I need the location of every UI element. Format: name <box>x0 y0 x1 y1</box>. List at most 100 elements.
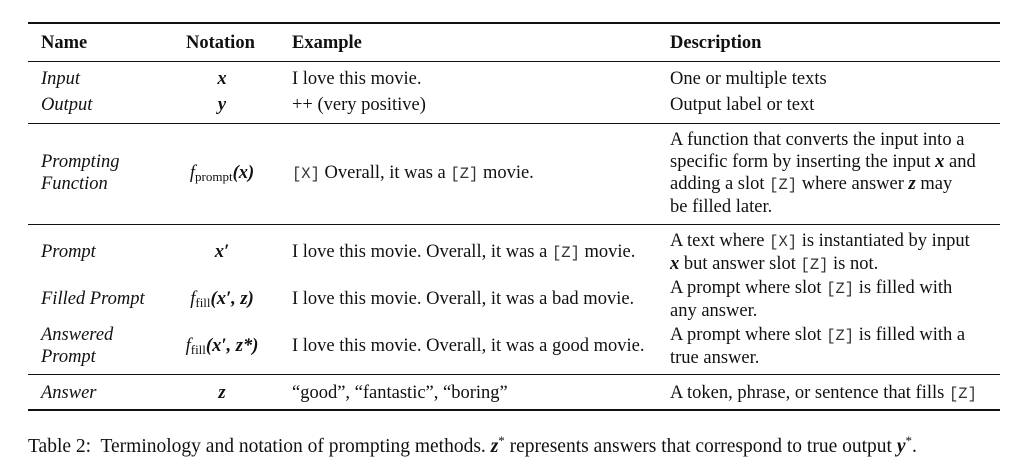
row-name: Filled Prompt <box>41 289 145 309</box>
row-notation: fprompt(x) <box>172 162 272 188</box>
row-name: Answer <box>41 383 97 403</box>
notation-subscript: prompt <box>195 169 233 184</box>
caption-text: Terminology and notation of prompting me… <box>91 436 491 457</box>
row-name: Prompting Function <box>41 151 119 195</box>
description-text: adding a slot <box>670 174 770 194</box>
row-name-line: Answered <box>41 325 114 345</box>
description-text: A token, phrase, or sentence that fills <box>670 383 949 403</box>
description-line: A prompt where slot [Z] is filled with <box>670 277 952 300</box>
row-description: A prompt where slot [Z] is filled with a… <box>670 277 952 322</box>
row-rule <box>28 374 1000 375</box>
notation-argument: (x′, z) <box>210 289 254 309</box>
description-line: specific form by inserting the input x a… <box>670 151 976 173</box>
description-text: is filled with a <box>854 325 966 345</box>
description-line: adding a slot [Z] where answer z may <box>670 173 976 196</box>
slot-token: [Z] <box>551 244 580 262</box>
description-line: true answer. <box>670 348 760 368</box>
notation-argument: (x′, z*) <box>205 336 259 356</box>
row-description: A text where [X] is instantiated by inpu… <box>670 230 970 276</box>
description-text: A prompt where slot <box>670 278 827 298</box>
description-text: specific form by inserting the input <box>670 152 936 172</box>
caption-label: Table 2: <box>28 436 92 457</box>
description-text: A text where <box>670 231 770 251</box>
description-text: may <box>915 174 953 194</box>
row-notation: ffill(x′, z*) <box>172 335 272 361</box>
row-name-line: Prompt <box>41 347 96 367</box>
row-description: A prompt where slot [Z] is filled with a… <box>670 324 965 369</box>
row-name: Prompt <box>41 242 96 262</box>
description-line: any answer. <box>670 301 758 321</box>
header-name: Name <box>41 33 88 53</box>
row-example: I love this movie. Overall, it was a [Z]… <box>292 241 635 264</box>
description-line: A prompt where slot [Z] is filled with a <box>670 324 965 347</box>
header-description: Description <box>670 33 762 53</box>
description-text: where answer <box>797 174 909 194</box>
slot-token: [Z] <box>769 176 798 194</box>
variable: x <box>935 152 945 172</box>
superscript: * <box>905 433 913 448</box>
slot-token: [X] <box>769 233 798 251</box>
variable: z <box>490 436 499 457</box>
notation-argument: (x) <box>232 163 255 183</box>
description-line: x but answer slot [Z] is not. <box>670 253 970 276</box>
description-text: is not. <box>828 254 879 274</box>
description-text: is instantiated by input <box>797 231 970 251</box>
example-text: movie. <box>579 242 636 262</box>
slot-token: [Z] <box>948 385 977 403</box>
slot-token: [Z] <box>826 280 855 298</box>
row-example: [X] Overall, it was a [Z] movie. <box>292 162 534 185</box>
bottom-rule <box>28 409 1000 411</box>
row-example: I love this movie. Overall, it was a goo… <box>292 336 645 356</box>
slot-token: [Z] <box>450 165 479 183</box>
slot-token: [Z] <box>826 327 855 345</box>
row-notation: x <box>217 69 227 89</box>
description-text: and <box>944 152 976 172</box>
superscript: * <box>498 433 505 448</box>
example-text: Overall, it was a <box>319 163 451 183</box>
notation-function: f <box>185 336 191 356</box>
row-notation: x′ <box>214 242 230 262</box>
description-text: A prompt where slot <box>670 325 827 345</box>
row-name-line: Function <box>41 174 108 194</box>
row-name: Answered Prompt <box>41 324 113 368</box>
caption-text: . <box>912 436 917 457</box>
example-text: I love this movie. Overall, it was a <box>292 242 552 262</box>
notation-function: f <box>189 163 195 183</box>
header-notation: Notation <box>186 33 255 53</box>
description-text: but answer slot <box>679 254 801 274</box>
row-example: I love this movie. Overall, it was a bad… <box>292 289 635 309</box>
slot-token: [Z] <box>800 256 829 274</box>
header-example: Example <box>292 33 362 53</box>
notation-subscript: fill <box>195 295 211 310</box>
row-description: One or multiple texts <box>670 69 827 89</box>
table-caption: Table 2: Terminology and notation of pro… <box>28 433 917 458</box>
description-text: is filled with <box>854 278 953 298</box>
row-notation: ffill(x′, z) <box>172 288 272 314</box>
top-rule <box>28 22 1000 24</box>
notation-function: f <box>190 289 196 309</box>
row-description: A token, phrase, or sentence that fills … <box>670 382 977 405</box>
row-notation: z <box>218 383 226 403</box>
row-rule <box>28 224 1000 225</box>
slot-token: [X] <box>292 165 320 183</box>
row-example: ++ (very positive) <box>292 95 426 115</box>
description-line: A text where [X] is instantiated by inpu… <box>670 230 970 253</box>
row-description: Output label or text <box>670 95 815 115</box>
row-name: Output <box>41 95 93 115</box>
description-line: be filled later. <box>670 197 773 217</box>
caption-text: represents answers that correspond to tr… <box>504 436 897 457</box>
row-description: A function that converts the input into … <box>670 129 976 218</box>
header-rule <box>28 61 1000 62</box>
row-example: I love this movie. <box>292 69 422 89</box>
row-name: Input <box>41 69 81 89</box>
notation-subscript: fill <box>190 342 206 357</box>
row-notation: y <box>217 95 227 115</box>
row-name-line: Prompting <box>41 152 120 172</box>
description-line: A function that converts the input into … <box>670 130 965 150</box>
row-rule <box>28 123 1000 124</box>
variable: y <box>896 436 906 457</box>
row-example: “good”, “fantastic”, “boring” <box>292 383 508 403</box>
variable: z <box>908 174 916 194</box>
example-text: movie. <box>478 163 534 183</box>
variable: x <box>670 254 680 274</box>
